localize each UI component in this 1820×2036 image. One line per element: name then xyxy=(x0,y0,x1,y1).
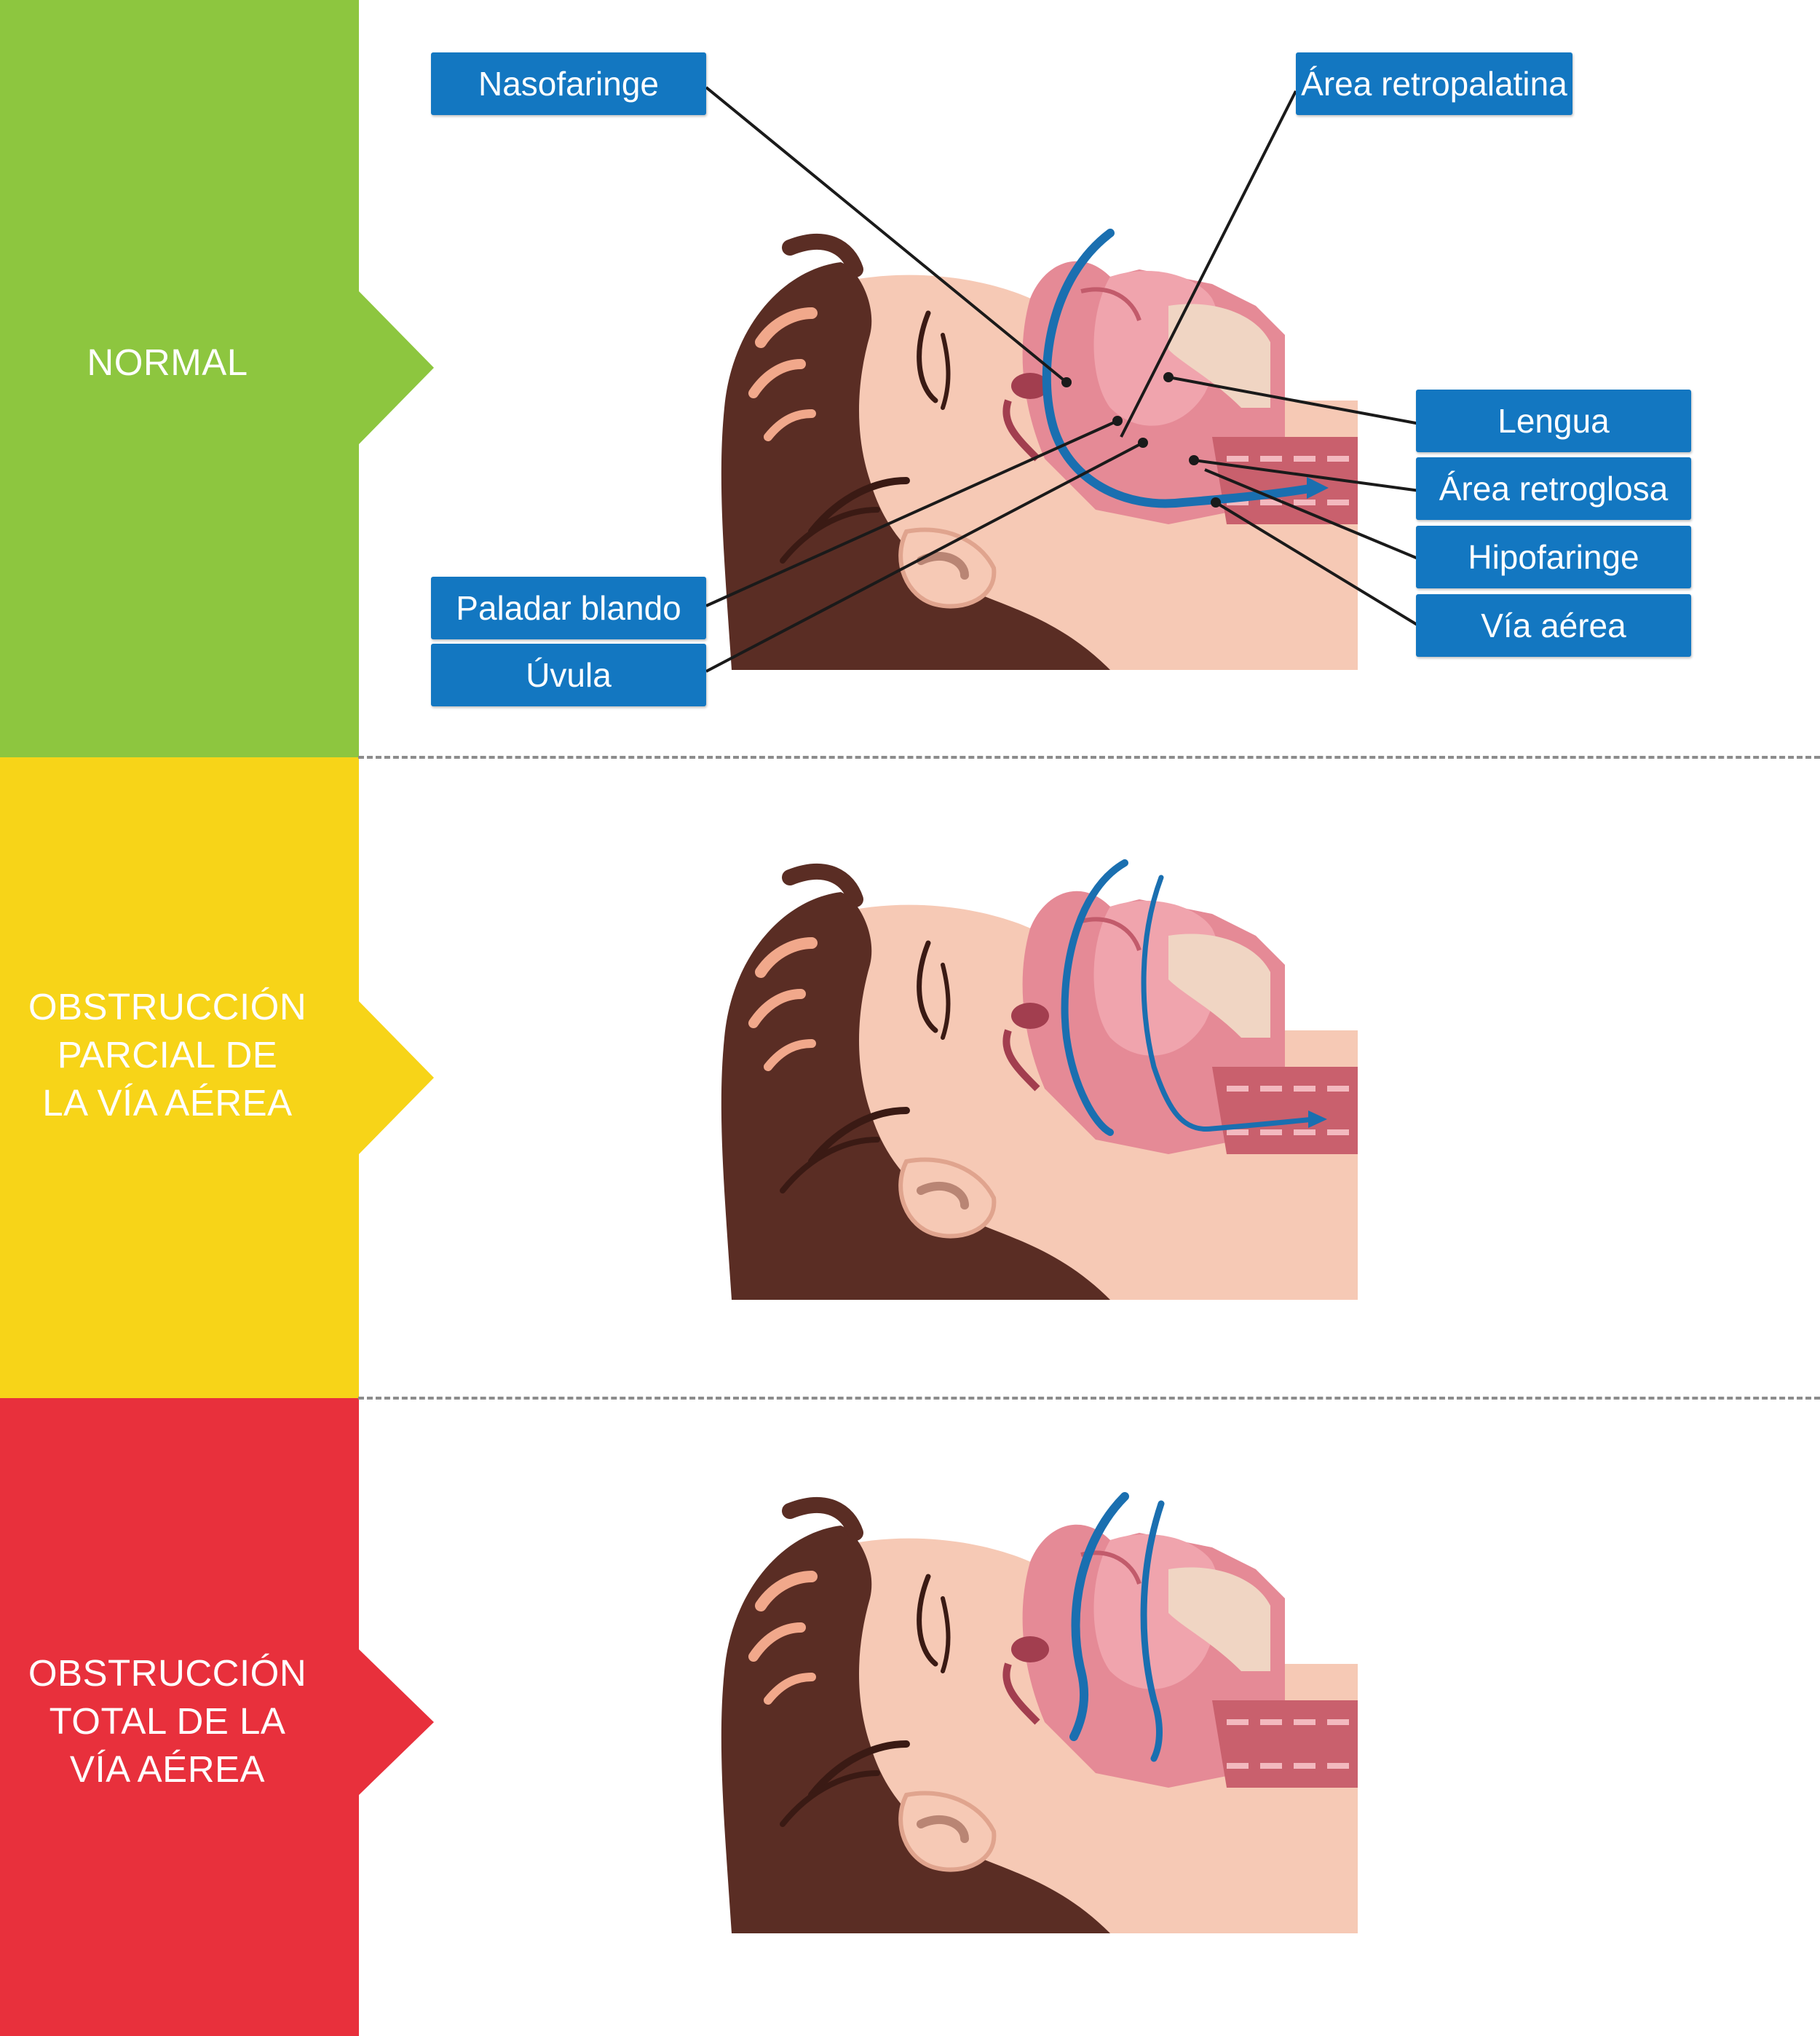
label-hipofaringe: Hipofaringe xyxy=(1416,526,1691,588)
label-area-retroglosa: Área retroglosa xyxy=(1416,457,1691,520)
stage-band-normal: NORMAL xyxy=(0,0,434,757)
leader-via-aerea xyxy=(1214,501,1421,628)
label-nasofaringe: Nasofaringe xyxy=(431,52,706,115)
band-shape-normal xyxy=(0,0,434,757)
stage-band-partial: OBSTRUCCIÓN PARCIAL DE LA VÍA AÉREA xyxy=(0,757,434,1398)
label-uvula: Úvula xyxy=(431,644,706,706)
airflow-arrow-partial-2 xyxy=(1141,875,1317,1132)
divider-2 xyxy=(358,1397,1820,1400)
airflow-arrow-total xyxy=(1069,1492,1129,1741)
band-shape-total xyxy=(0,1398,434,2036)
illustration-partial xyxy=(699,848,1361,1300)
airflow-arrow-partial xyxy=(1061,859,1128,1136)
airflow-arrowhead-partial xyxy=(1308,1110,1327,1128)
divider-1 xyxy=(358,756,1820,759)
leader-paladar-blando xyxy=(705,419,1118,607)
label-area-retropalatina: Área retropalatina xyxy=(1296,52,1572,115)
airflow-arrow-total-2 xyxy=(1140,1500,1165,1762)
leader-nasofaringe xyxy=(705,86,1068,384)
band-shape-partial xyxy=(0,757,434,1398)
band-fill-partial xyxy=(0,757,434,1398)
airflow-arrow-normal xyxy=(1042,229,1318,508)
leader-area-retropalatina xyxy=(1120,90,1297,438)
illustration-total xyxy=(699,1482,1361,1933)
leader-lines xyxy=(705,86,1421,673)
band-fill-normal xyxy=(0,0,434,757)
stage-title-total: OBSTRUCCIÓN TOTAL DE LA VÍA AÉREA xyxy=(28,1652,307,1790)
label-paladar-blando: Paladar blando xyxy=(431,577,706,639)
airflow-arrowhead-normal xyxy=(1307,477,1329,499)
label-lengua: Lengua xyxy=(1416,390,1691,452)
illustration-normal xyxy=(699,218,1361,670)
stage-title-normal: NORMAL xyxy=(87,342,248,383)
leader-uvula xyxy=(705,441,1144,673)
stage-band-total: OBSTRUCCIÓN TOTAL DE LA VÍA AÉREA xyxy=(0,1398,434,2036)
leader-lengua xyxy=(1168,376,1420,425)
stage-title-partial: OBSTRUCCIÓN PARCIAL DE LA VÍA AÉREA xyxy=(28,986,307,1124)
band-fill-total xyxy=(0,1398,434,2036)
leader-hipofaringe xyxy=(1204,468,1420,561)
label-via-aerea: Vía aérea xyxy=(1416,594,1691,657)
leader-area-retroglosa xyxy=(1193,459,1420,492)
